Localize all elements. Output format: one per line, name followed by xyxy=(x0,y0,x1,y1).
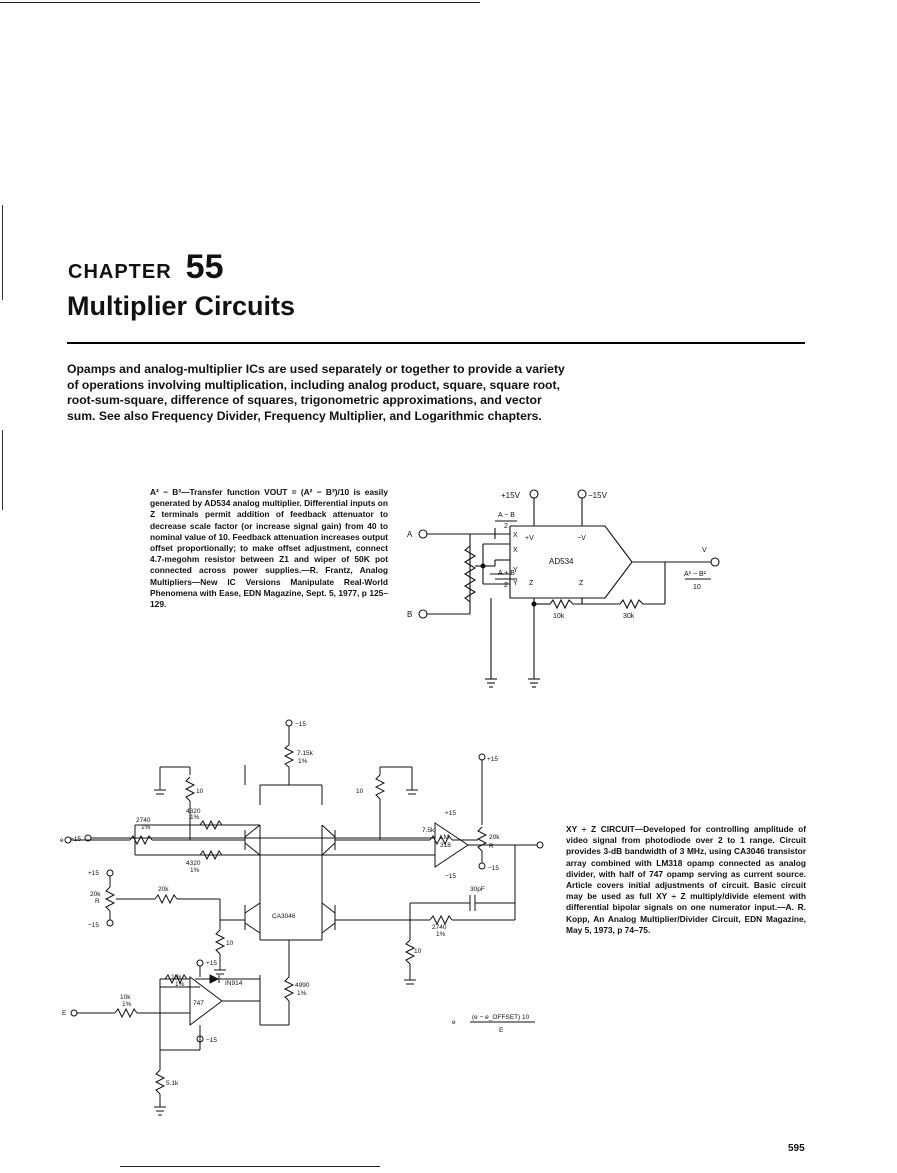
chapter-heading: CHAPTER 55 xyxy=(68,248,224,287)
c2-ca3046: CA3046 xyxy=(272,913,296,920)
label-30k: 30k xyxy=(623,613,635,620)
c2-r10-b: 10 xyxy=(356,788,364,795)
c2-m15-d: −15 xyxy=(206,1037,217,1044)
c2-lm318-a: LM xyxy=(440,834,449,841)
c2-r2740-a-tol: 1% xyxy=(141,824,151,831)
label-a-plus-b: A + B xyxy=(498,570,515,577)
c2-r4320-a-tol: 1% xyxy=(190,814,200,821)
circuit1-caption: A² − B²—Transfer function VOUT = (A² − B… xyxy=(150,487,388,610)
title-rule xyxy=(67,342,805,344)
c2-r2740-b-tol: 1% xyxy=(436,931,446,938)
c2-p15-d: +15 xyxy=(206,960,217,967)
c2-p15-c: +15 xyxy=(88,870,99,877)
label-ad534: AD534 xyxy=(549,557,574,566)
chapter-title: Multiplier Circuits xyxy=(67,291,296,321)
c2-r715k-tol: 1% xyxy=(298,758,308,765)
c2-r4990-tol: 1% xyxy=(297,990,307,997)
chapter-number: 55 xyxy=(185,248,224,286)
label-a-minus-b-den: 2 xyxy=(504,523,508,530)
c2-r10-a: 10 xyxy=(196,788,204,795)
c2-p15-a: +15 xyxy=(487,756,498,763)
margin-mark xyxy=(2,205,3,300)
c2-r51k: 5.1k xyxy=(166,1080,179,1087)
c2-r10k-tol: 1% xyxy=(175,981,185,988)
c2-r20k-a: 20k xyxy=(489,834,500,841)
c2-r4990: 4990 xyxy=(295,982,310,989)
c2-plus15-in: +15 xyxy=(70,836,81,843)
label-x1: X xyxy=(513,532,518,539)
circuit1-schematic: +15V −15V A − B 2 A B X X Y Y Z Z +V −V … xyxy=(407,489,720,688)
label-y2: Y xyxy=(513,580,518,587)
c2-r2-label: R xyxy=(489,843,494,850)
c2-r20k-c: 20k xyxy=(158,886,169,893)
label-y1: Y xyxy=(513,567,518,574)
c2-r10-d: 10 xyxy=(414,948,422,955)
chapter-label: CHAPTER xyxy=(68,261,172,283)
c2-eq-num: (e − e_OFFSET) 10 xyxy=(472,1014,530,1021)
c2-r2740-a: 2740 xyxy=(136,817,151,824)
label-pvs: +V xyxy=(525,535,534,542)
label-out-num: A² − B² xyxy=(684,571,707,578)
label-mvs: −V xyxy=(577,535,586,542)
c2-r20k-b: 20k xyxy=(90,891,101,898)
label-minus15v: −15V xyxy=(588,491,608,500)
c2-r715k: 7.15k xyxy=(297,750,314,757)
c2-r75k: 7.5k xyxy=(422,827,435,834)
c2-r10k-b-tol: 1% xyxy=(122,1001,132,1008)
c2-r10k-b: 10k xyxy=(120,994,131,1001)
label-z2: Z xyxy=(529,580,534,587)
c2-m15-c: −15 xyxy=(88,922,99,929)
c2-r4320-b-tol: 1% xyxy=(190,867,200,874)
circuit2-caption: XY ÷ Z CIRCUIT—Developed for controlling… xyxy=(566,824,806,935)
c2-r10-c: 10 xyxy=(226,940,234,947)
label-z1: Z xyxy=(579,580,584,587)
c2-in914: IN914 xyxy=(225,980,243,987)
intro-paragraph: Opamps and analog-multiplier ICs are use… xyxy=(67,362,565,423)
c2-eq-den: E xyxy=(499,1027,504,1034)
circuit2-schematic: −15 7.15k 1% 10 10 2740 1% e 7.5k +15 20… xyxy=(60,719,544,1116)
scan-fragment xyxy=(120,1166,380,1167)
label-out-den: 10 xyxy=(693,584,701,591)
c2-op747: 747 xyxy=(193,1000,204,1007)
c2-top-supply: −15 xyxy=(295,721,306,728)
label-x2: X xyxy=(513,547,518,554)
c2-r2740-b: 2740 xyxy=(432,924,447,931)
c2-m15-a: −15 xyxy=(488,865,499,872)
label-a-plus-b-den: 2 xyxy=(504,582,508,589)
label-plus15v: +15V xyxy=(501,491,521,500)
c2-lm318-b: 318 xyxy=(440,842,451,849)
margin-mark xyxy=(2,430,3,510)
c2-eq-lhs: e xyxy=(452,1019,456,1026)
label-input-a: A xyxy=(407,530,413,539)
page-number: 595 xyxy=(788,1143,805,1154)
c2-r4320-a: 4320 xyxy=(186,808,201,815)
label-vout: V xyxy=(702,547,707,554)
c2-p15-b: +15 xyxy=(445,810,456,817)
c2-m15-b: −15 xyxy=(445,873,456,880)
c2-r10k: 10k xyxy=(171,974,182,981)
label-input-b: B xyxy=(407,610,412,619)
scan-fragment xyxy=(0,2,480,3)
c2-e3: E xyxy=(62,1010,67,1017)
c2-r4320-b: 4320 xyxy=(186,860,201,867)
c2-c30pf: 30pF xyxy=(470,886,485,893)
c2-r1-label: R xyxy=(95,898,100,905)
label-a-minus-b: A − B xyxy=(498,512,515,519)
label-10k: 10k xyxy=(553,613,565,620)
c2-e1: e xyxy=(60,837,64,844)
